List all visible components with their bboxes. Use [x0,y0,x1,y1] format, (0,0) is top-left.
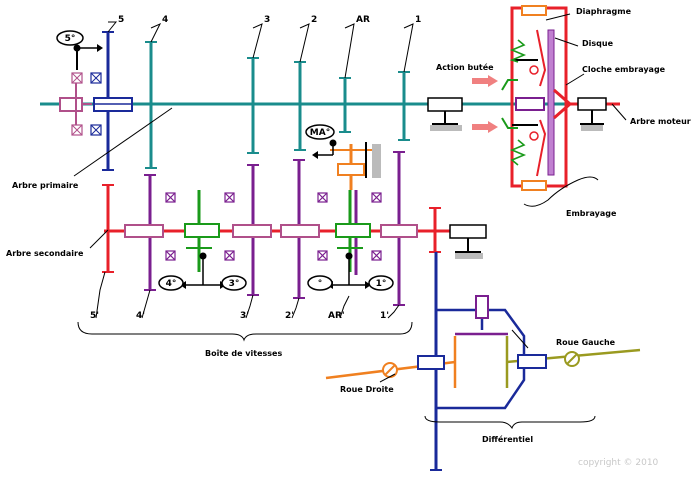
gear-number-4: 4 [162,15,168,25]
gear-number-arp: AR' [328,311,345,321]
neutral-selector-label: ° [318,279,323,289]
reverse-selector: MA° [305,124,337,159]
fifth-selector-label: 5° [65,34,76,44]
label-disque: Disque [582,39,614,48]
label-arbre-secondaire: Arbre secondaire [6,249,84,258]
fifth-selector: 5° [56,30,103,70]
label-roue-gauche: Roue Gauche [556,338,616,347]
clutch [472,5,571,191]
label-action-butee: Action butée [436,62,494,72]
fifth-synchro [59,72,92,136]
label-arbre-primaire: Arbre primaire [12,181,79,190]
label-diaphragme: Diaphragme [576,7,632,16]
fourth-selector-label: 4° [166,279,177,289]
secondary-hubs [124,224,418,238]
label-arbre-moteur: Arbre moteur [630,117,691,126]
secondary-bearing [449,224,487,259]
third-selector-label: 3° [229,279,240,289]
differential [325,252,641,471]
braces [77,176,599,430]
label-differentiel: Différentiel [482,434,533,444]
gear-number-3p: 3' [240,311,249,321]
synchro-1-2 [335,190,371,272]
selector-1-2: ° 1° [307,252,394,291]
gear-number-2: 2 [311,15,317,25]
first-selector-label: 1° [376,279,387,289]
label-roue-droite: Roue Droite [340,385,394,394]
label-cloche-embrayage: Cloche embrayage [582,65,666,74]
gear-number-2p: 2' [285,311,294,321]
gear-number-5p: 5' [90,311,99,321]
synchro-bearings [165,192,382,261]
label-boite-de-vitesses: Boîte de vitesses [205,349,282,358]
gear-number-1: 1 [415,15,421,25]
primary-bearing [427,97,463,131]
synchro-3-4 [184,190,220,272]
selector-3-4: 4° 3° [158,252,247,291]
label-embrayage: Embrayage [566,209,617,218]
copyright-text: copyright © 2010 [578,458,659,468]
leader-lines [73,13,627,383]
secondary-end-gears [102,184,441,273]
gear-number-5: 5 [118,15,124,25]
gear-number-3: 3 [264,15,270,25]
gear-number-ar: AR [356,15,370,25]
engine-shaft [566,97,620,131]
gear-number-1p: 1' [380,311,389,321]
gear-number-4p: 4' [136,311,145,321]
reverse-idler [330,142,381,190]
reverse-selector-label: MA° [310,128,330,138]
fifth-gear-pair [90,31,133,171]
